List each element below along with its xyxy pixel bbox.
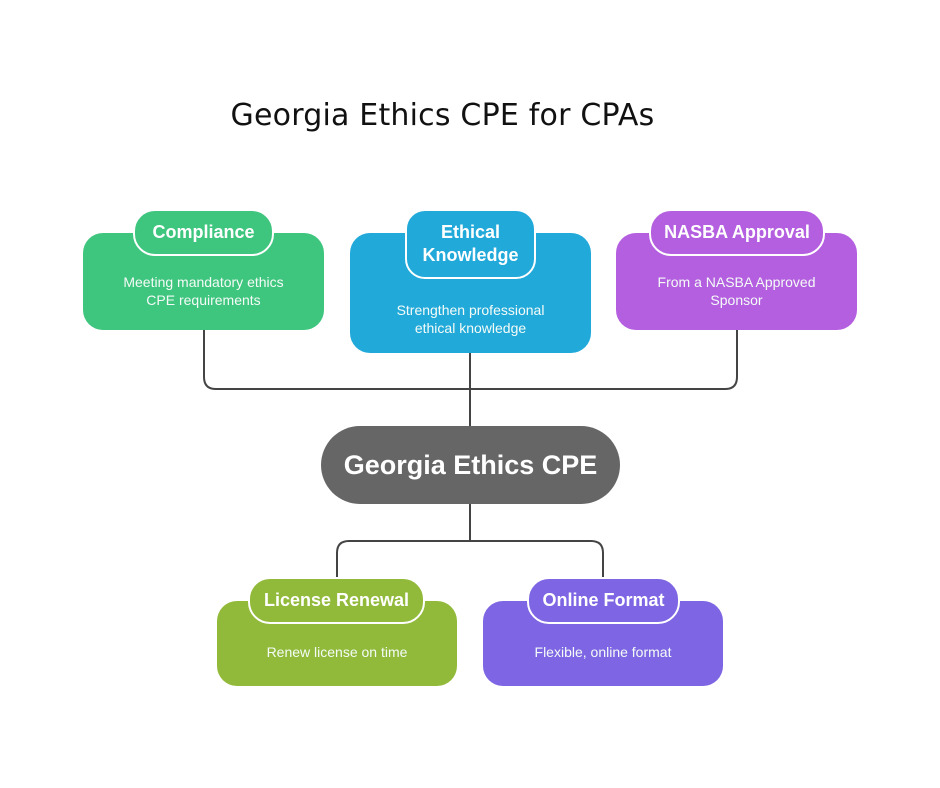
node-description: Renew license on time [266, 643, 408, 660]
bottom-connector [336, 540, 604, 578]
center-node: Georgia Ethics CPE [321, 426, 620, 504]
node-title: License Renewal [263, 590, 410, 610]
node-description: From a NASBA Approved Sponsor [657, 273, 816, 308]
node-ethical-knowledge-title: Ethical Knowledge [405, 209, 536, 279]
node-description: Flexible, online format [534, 643, 672, 660]
node-license-renewal-title: License Renewal [248, 577, 425, 624]
node-nasba-approval-title: NASBA Approval [649, 209, 825, 256]
center-node-label: Georgia Ethics CPE [343, 449, 598, 480]
node-title: NASBA Approval [664, 222, 810, 242]
node-compliance-title: Compliance [133, 209, 274, 256]
diagram-title: Georgia Ethics CPE for CPAs [230, 98, 655, 133]
node-title: Ethical Knowledge [422, 222, 519, 265]
node-title: Online Format [542, 590, 665, 610]
node-description: Meeting mandatory ethics CPE requirement… [123, 273, 284, 308]
node-description: Strengthen professional ethical knowledg… [396, 302, 545, 336]
node-compliance: Meeting mandatory ethics CPE requirement… [83, 233, 324, 330]
node-title: Compliance [152, 222, 255, 242]
node-online-format-title: Online Format [527, 577, 680, 624]
